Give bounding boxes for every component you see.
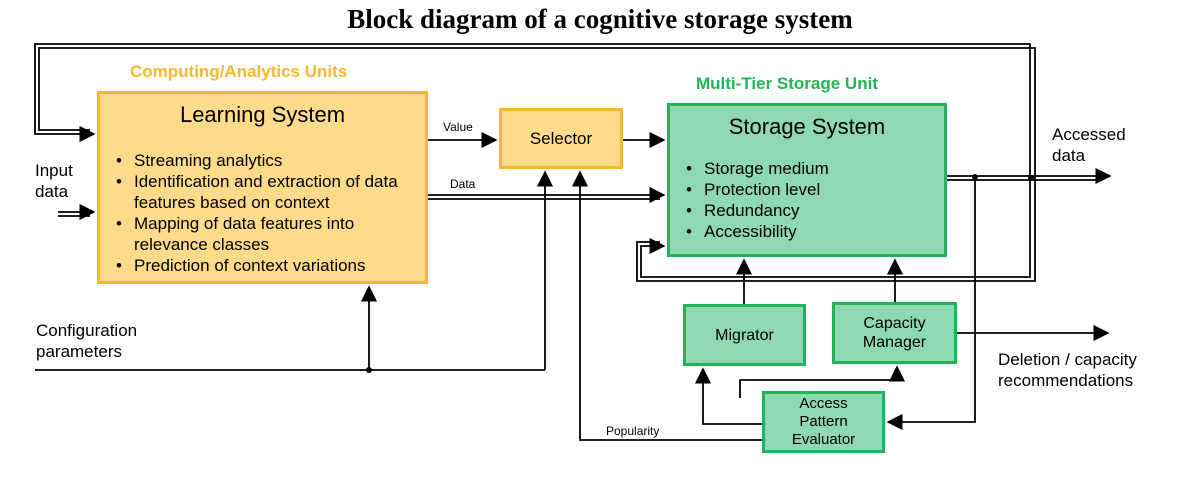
learning-system-box: Learning System Streaming analytics Iden… <box>97 91 428 284</box>
input-data-label-line2: data <box>35 182 69 201</box>
deletion-label-line1: Deletion / capacity <box>998 350 1137 369</box>
learning-system-list: Streaming analytics Identification and e… <box>112 150 422 276</box>
learning-system-title: Learning System <box>179 102 346 127</box>
ape-to-capacity-arrow <box>739 365 906 398</box>
migrator-box: Migrator <box>683 304 806 366</box>
access-tap-arrow <box>886 176 976 431</box>
selector-box: Selector <box>499 108 623 169</box>
accessed-data-label-line1: Accessed <box>1052 125 1126 144</box>
junction-dot <box>1028 175 1034 181</box>
capacity-manager-box: Capacity Manager <box>832 302 957 364</box>
accessed-data-label-line2: data <box>1052 146 1086 165</box>
storage-system-list: Storage medium Protection level Redundan… <box>682 158 942 242</box>
input-data-label: Input data <box>35 160 73 202</box>
list-item: Streaming analytics <box>112 150 422 171</box>
list-item: Accessibility <box>682 221 942 242</box>
popularity-label: Popularity <box>606 424 660 438</box>
list-item: Storage medium <box>682 158 942 179</box>
popularity-arrow <box>571 170 762 441</box>
diagram-title: Block diagram of a cognitive storage sys… <box>347 4 853 34</box>
ape-label-line1: Access <box>799 395 848 412</box>
value-label: Value <box>443 120 473 134</box>
deletion-recommendations-label: Deletion / capacity recommendations <box>998 349 1137 391</box>
list-item: Redundancy <box>682 200 942 221</box>
configuration-label-line1: Configuration <box>36 321 138 340</box>
storage-system-title: Storage System <box>728 114 886 139</box>
junction-dot <box>972 174 978 180</box>
migrator-label: Migrator <box>715 326 774 344</box>
data-label: Data <box>450 177 476 191</box>
deletion-label-line2: recommendations <box>998 371 1134 390</box>
feedback-loop-line <box>34 43 1031 180</box>
input-data-label-line1: Input <box>35 161 73 180</box>
access-pattern-evaluator-box: Access Pattern Evaluator <box>762 391 885 453</box>
capacity-manager-label-line2: Manager <box>862 334 927 351</box>
junction-dot <box>366 367 372 373</box>
accessed-data-label: Accessed data <box>1052 124 1126 166</box>
ape-label-line2: Pattern <box>799 413 848 430</box>
list-item: Protection level <box>682 179 942 200</box>
list-item: Mapping of data features into relevance … <box>112 213 422 255</box>
ape-to-migrator-arrow <box>694 367 762 425</box>
selector-label: Selector <box>529 128 593 148</box>
storage-system-box: Storage System Storage medium Protection… <box>667 103 947 257</box>
storage-feedback-arrow <box>640 180 1031 278</box>
storage-feedback-arrow-2 <box>636 180 1036 282</box>
computing-units-label: Computing/Analytics Units <box>130 62 348 81</box>
feedback-loop-line-inner <box>38 47 1036 180</box>
list-item: Identification and extraction of data fe… <box>112 171 422 213</box>
capacity-manager-label-line1: Capacity <box>863 315 926 332</box>
storage-unit-label: Multi-Tier Storage Unit <box>696 74 878 93</box>
configuration-label-line2: parameters <box>36 342 122 361</box>
configuration-parameters-label: Configuration parameters <box>36 320 137 362</box>
ape-label-line3: Evaluator <box>791 431 856 448</box>
list-item: Prediction of context variations <box>112 255 422 276</box>
